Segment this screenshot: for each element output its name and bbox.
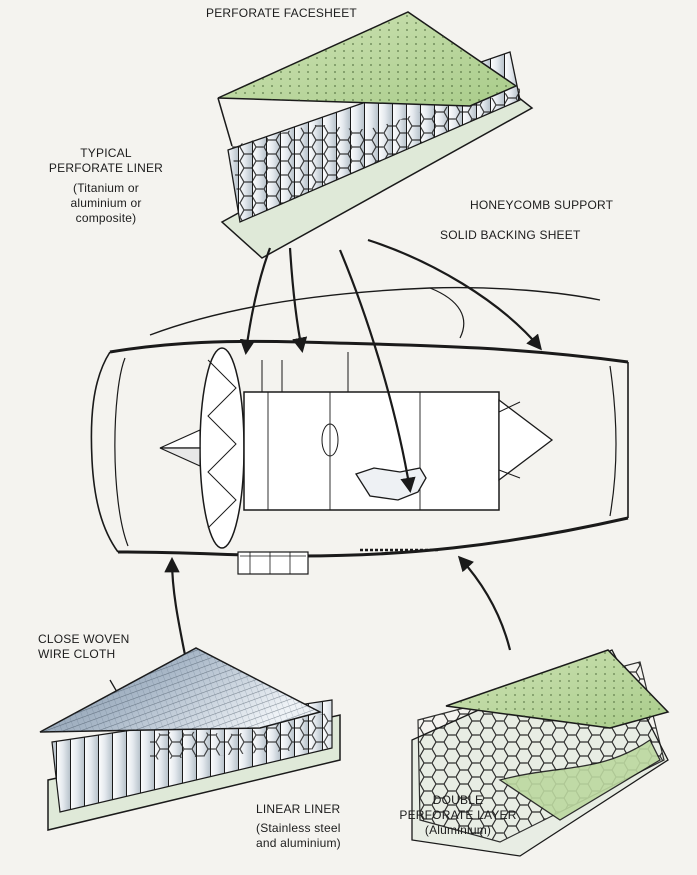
typical-liner-note2: aluminium or (46, 196, 166, 211)
perforate-facesheet-label: PERFORATE FACESHEET (206, 6, 357, 21)
engine-nacelle-cutaway (91, 288, 628, 574)
typical-liner-line2: PERFORATE LINER (46, 161, 166, 176)
solid-backing-sheet-label: SOLID BACKING SHEET (440, 228, 581, 243)
typical-perforate-liner-label: TYPICAL PERFORATE LINER (Titanium or alu… (46, 146, 166, 226)
typical-liner-line1: TYPICAL (46, 146, 166, 161)
typical-liner-note3: composite) (46, 211, 166, 226)
close-woven-line1: CLOSE WOVEN (38, 632, 130, 647)
close-woven-wire-cloth-label: CLOSE WOVEN WIRE CLOTH (38, 632, 130, 662)
double-perforate-layer-label: DOUBLE PERFORATE LAYER (Aluminium) (388, 793, 528, 838)
typical-liner-note1: (Titanium or (46, 181, 166, 196)
top-liner-panel (218, 12, 532, 258)
double-perforate-note1: (Aluminium) (388, 823, 528, 838)
linear-liner-note1: (Stainless steel (256, 821, 341, 836)
linear-liner-note2: and aluminium) (256, 836, 341, 851)
close-woven-line2: WIRE CLOTH (38, 647, 130, 662)
linear-liner-label: LINEAR LINER (Stainless steel and alumin… (256, 802, 341, 851)
double-perforate-line1: DOUBLE (388, 793, 528, 808)
double-perforate-line2: PERFORATE LAYER (388, 808, 528, 823)
honeycomb-support-label: HONEYCOMB SUPPORT (470, 198, 613, 213)
linear-liner-line1: LINEAR LINER (256, 802, 341, 817)
